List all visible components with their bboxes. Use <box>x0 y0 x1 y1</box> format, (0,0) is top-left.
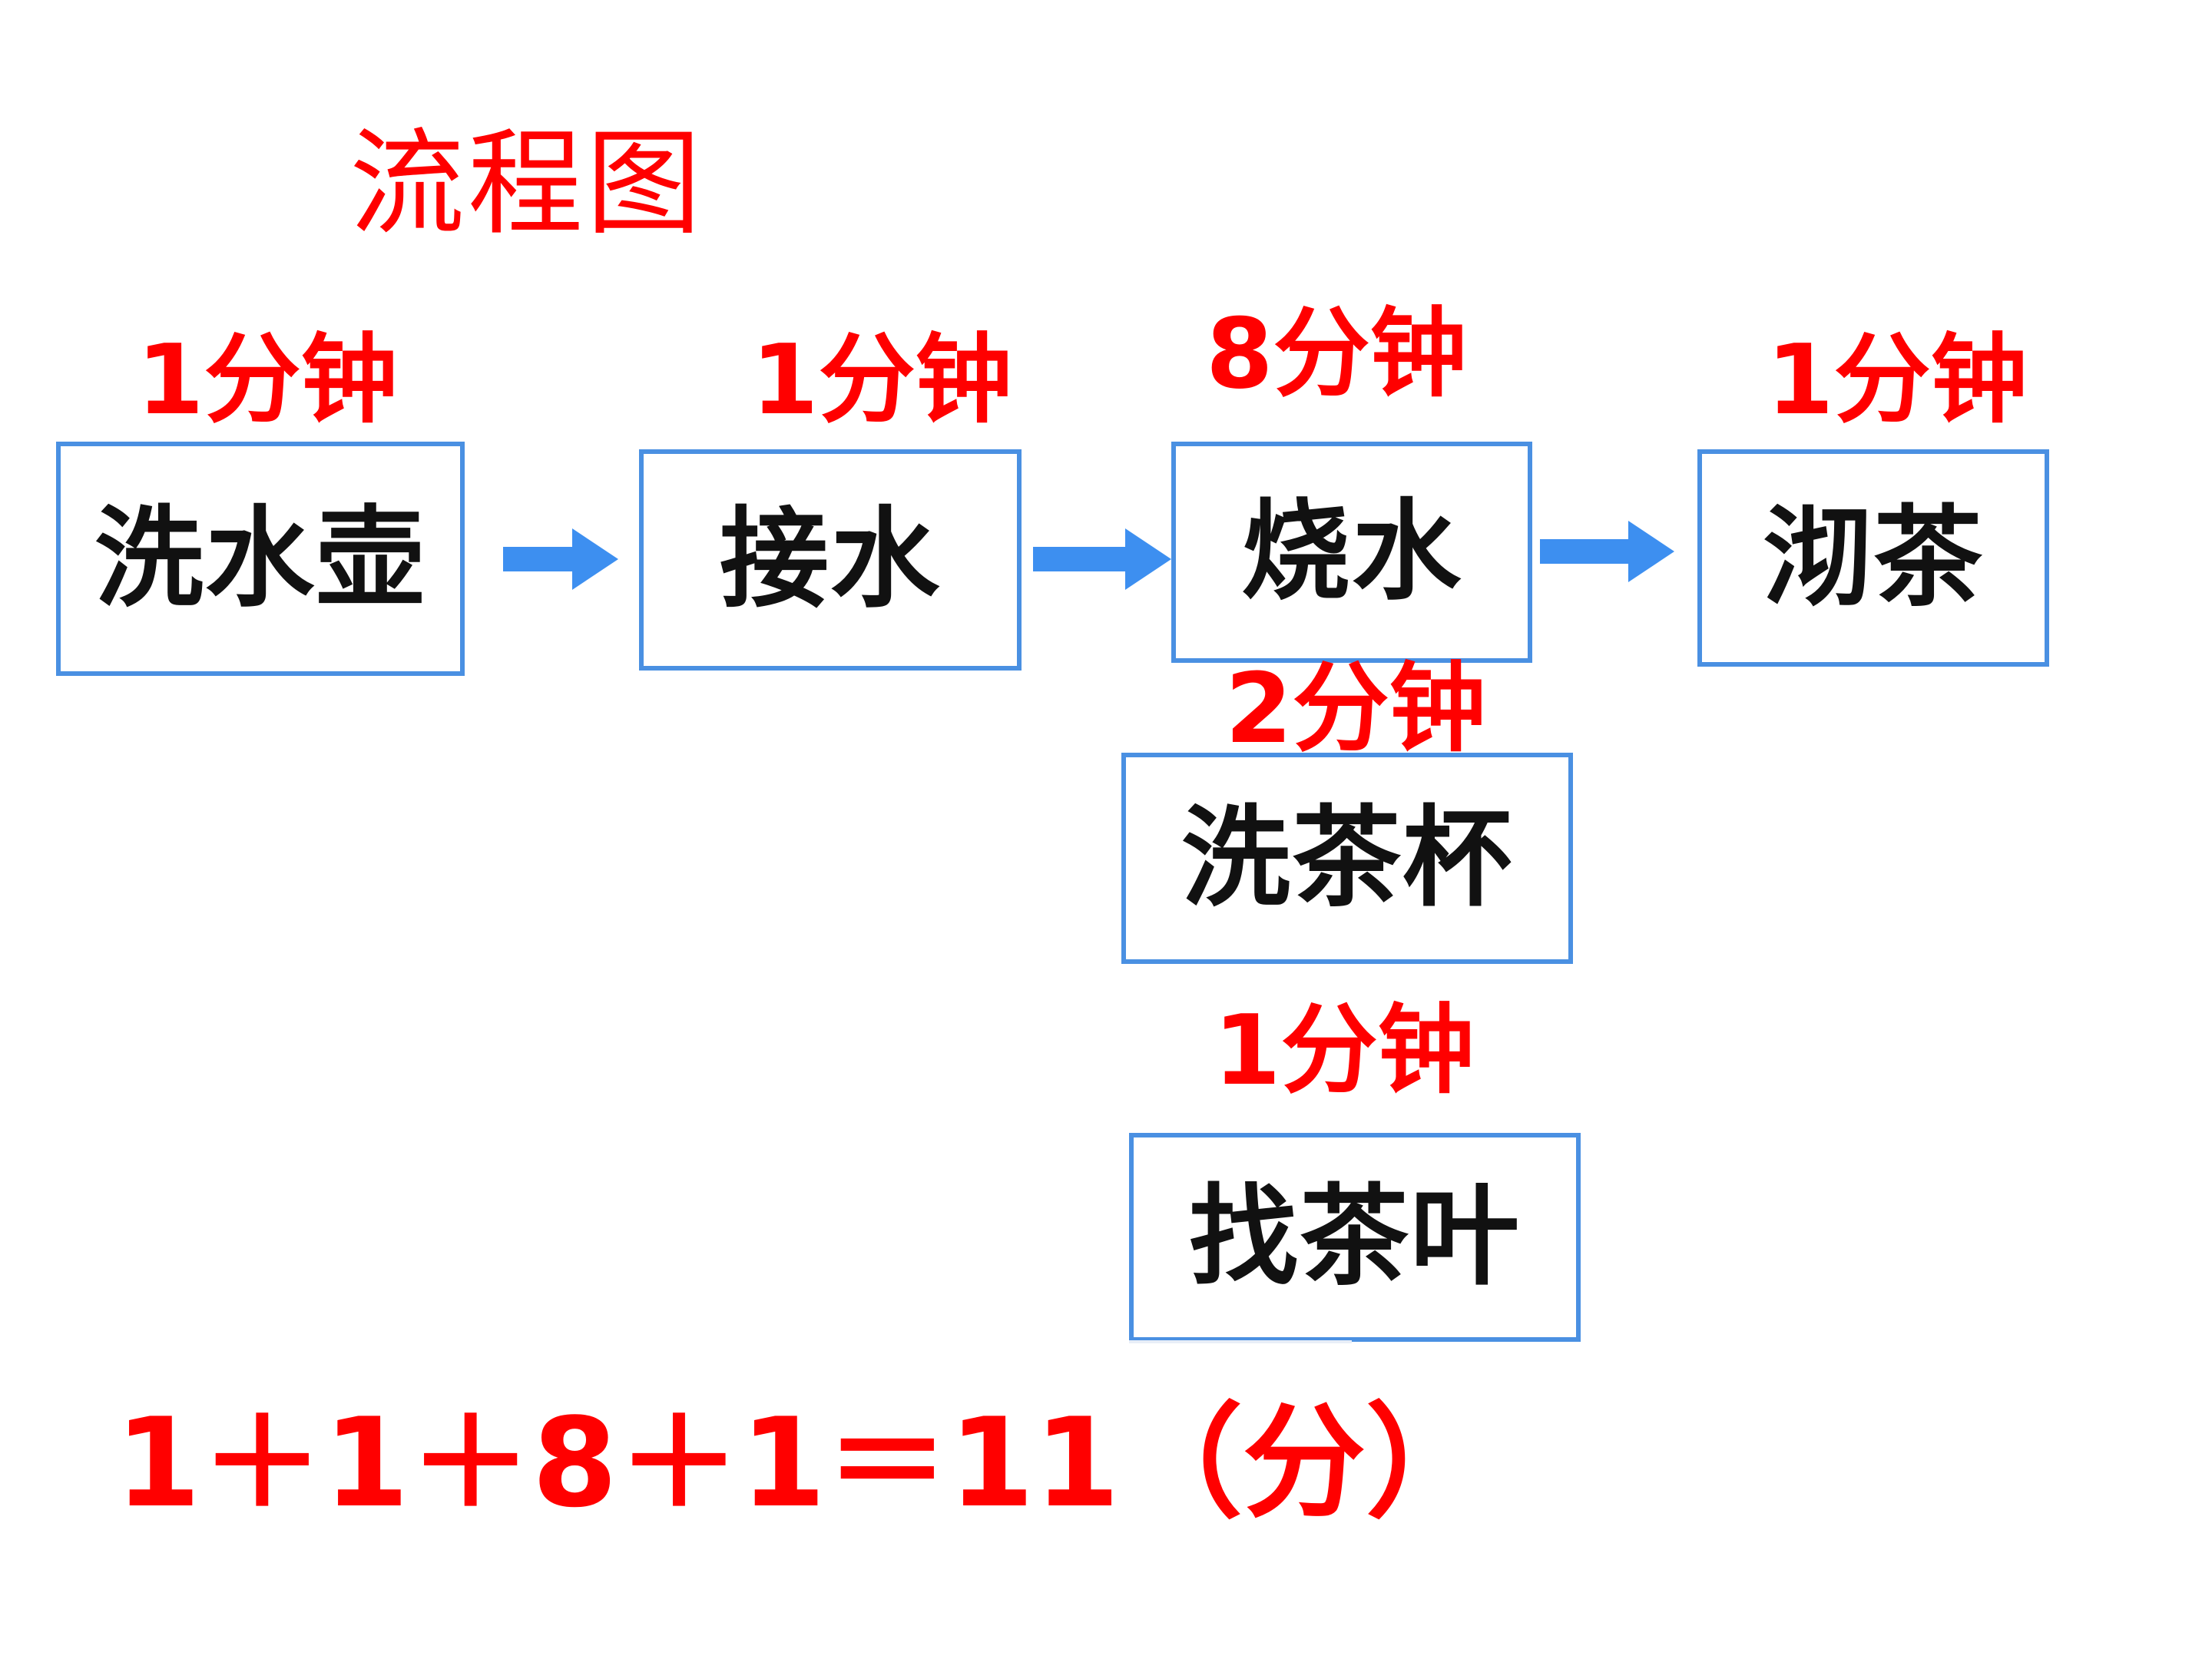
step-box-fetch-water: 接水 <box>639 449 1022 671</box>
step-time-boil-water: 8分钟 <box>1206 297 1467 410</box>
step-box-wash-cups: 洗茶杯 <box>1121 753 1573 964</box>
arrow-right-icon <box>1033 528 1171 590</box>
step-time-wash-cups: 2分钟 <box>1225 652 1486 765</box>
step-label-make-tea: 沏茶 <box>1763 494 1984 621</box>
step-box-make-tea: 沏茶 <box>1697 449 2049 667</box>
step-box-boil-water: 烧水 <box>1171 442 1532 663</box>
step-label-fetch-water: 接水 <box>720 496 941 623</box>
step-time-find-tea-leaves: 1分钟 <box>1214 994 1475 1107</box>
step-label-wash-cups: 洗茶杯 <box>1181 794 1513 922</box>
step-time-fetch-water: 1分钟 <box>751 323 1012 436</box>
divider <box>1129 1340 1352 1343</box>
total-time-formula: 1＋1＋8＋1＝11（分） <box>115 1391 1488 1535</box>
diagram-title: 流程图 <box>349 118 705 251</box>
arrow-right-icon <box>1540 521 1674 582</box>
step-time-wash-kettle: 1分钟 <box>137 323 398 436</box>
arrow-right-icon <box>503 528 618 590</box>
step-box-wash-kettle: 洗水壶 <box>56 442 465 676</box>
step-box-find-tea-leaves: 找茶叶 <box>1129 1133 1581 1342</box>
step-label-wash-kettle: 洗水壶 <box>94 495 426 622</box>
step-label-find-tea-leaves: 找茶叶 <box>1189 1174 1521 1300</box>
step-label-boil-water: 烧水 <box>1241 488 1462 615</box>
step-time-make-tea: 1分钟 <box>1767 323 2028 436</box>
